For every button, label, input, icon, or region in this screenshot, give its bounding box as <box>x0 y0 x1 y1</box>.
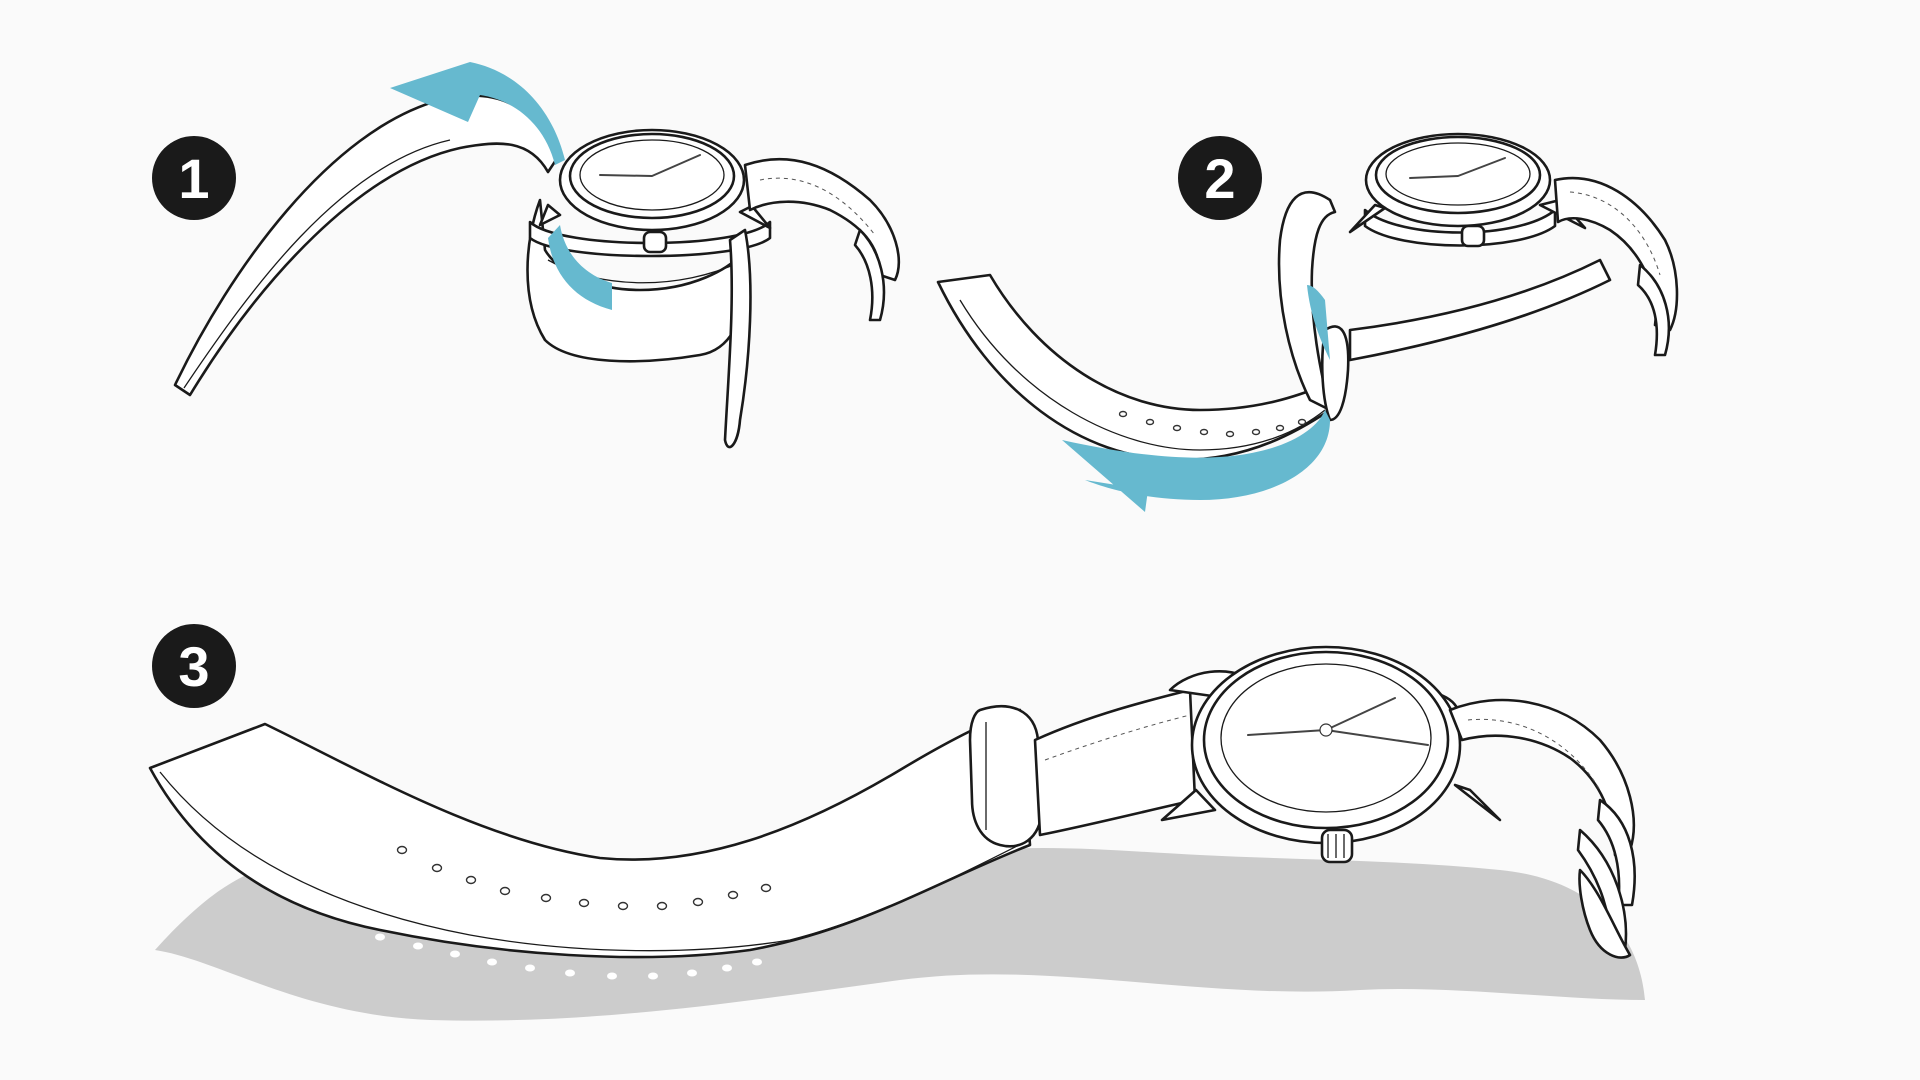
step-1-watch <box>528 128 772 258</box>
step-1-strap-loop <box>526 198 747 363</box>
step-2-number: 2 <box>1204 147 1235 210</box>
step-2-strap-holes <box>1118 410 1307 438</box>
step-2-watch <box>1348 132 1587 248</box>
step-1-long-strap <box>173 94 558 397</box>
step-1-number: 1 <box>178 147 209 210</box>
step-1: 1 <box>152 62 901 449</box>
step-3-strap-holes <box>396 845 772 911</box>
step-2-long-strap <box>936 273 1332 462</box>
step-2-badge: 2 <box>1178 136 1262 220</box>
step-1-badge: 1 <box>152 136 236 220</box>
step-1-arrow-up <box>390 62 565 165</box>
step-3-watch <box>1160 645 1502 864</box>
step-3-shadow-holes <box>375 933 762 980</box>
step-2: 2 <box>936 132 1679 512</box>
step-3-number: 3 <box>178 635 209 698</box>
step-3-crown <box>1320 828 1354 864</box>
step-2-strap-loop <box>1277 190 1337 412</box>
step-3-long-strap <box>148 708 1032 959</box>
step-1-arrow-down <box>548 225 612 310</box>
step-2-arrow-up <box>1307 285 1330 360</box>
step-1-hanging-tail <box>723 228 752 449</box>
step-3-keeper <box>968 705 1044 848</box>
step-2-arrow-down <box>1062 410 1330 512</box>
step-1-short-strap <box>743 157 901 282</box>
step-3-badge: 3 <box>152 624 236 708</box>
step-3-shadow <box>155 848 1645 1021</box>
step-3: 3 <box>148 624 1645 1021</box>
